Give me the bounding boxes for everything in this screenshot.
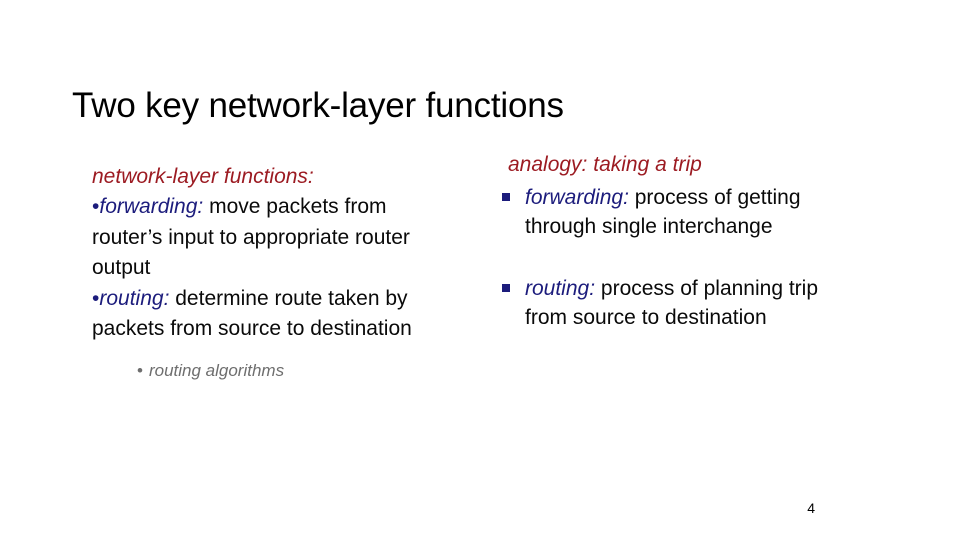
left-content-column: network-layer functions: •forwarding: mo… (92, 162, 422, 383)
right-column-heading: analogy: taking a trip (508, 153, 702, 176)
page-number: 4 (807, 500, 815, 516)
list-item: •routing: determine route taken by packe… (92, 284, 422, 345)
list-item: routing: process of planning trip from s… (500, 275, 840, 332)
list-item-term: routing (525, 277, 590, 300)
right-bullet-list: forwarding: process of getting through s… (500, 184, 840, 332)
list-item: forwarding: process of getting through s… (500, 184, 840, 241)
right-content-column: analogy: taking a trip forwarding: proce… (500, 150, 840, 332)
square-bullet-icon (502, 284, 510, 292)
list-item-text: process of getting through single interc… (525, 186, 801, 238)
list-item-separator: : (163, 286, 176, 310)
list-item: •forwarding: move packets from router’s … (92, 192, 422, 284)
list-item-term: forwarding (525, 186, 624, 209)
list-item-separator: : (623, 186, 635, 209)
list-item-term: routing (99, 286, 164, 310)
round-bullet-icon: • (92, 286, 100, 310)
left-column-heading: network-layer functions: (92, 165, 314, 188)
sub-list-item: •routing algorithms (92, 359, 422, 383)
left-bullet-list: •forwarding: move packets from router’s … (92, 192, 422, 345)
list-item-separator: : (197, 195, 210, 218)
sub-list-item-text: routing algorithms (148, 360, 285, 380)
list-item-text: process of planning trip from source to … (525, 277, 819, 329)
list-item-text: move packets from router’s input to appr… (92, 195, 410, 279)
round-bullet-icon: • (137, 360, 143, 380)
round-bullet-icon: • (92, 195, 100, 218)
square-bullet-icon (502, 193, 510, 201)
list-item-text: determine route taken by packets from so… (92, 286, 412, 341)
list-item-separator: : (589, 277, 601, 300)
list-item-term: forwarding (99, 195, 198, 218)
page-title: Two key network-layer functions (72, 86, 564, 126)
